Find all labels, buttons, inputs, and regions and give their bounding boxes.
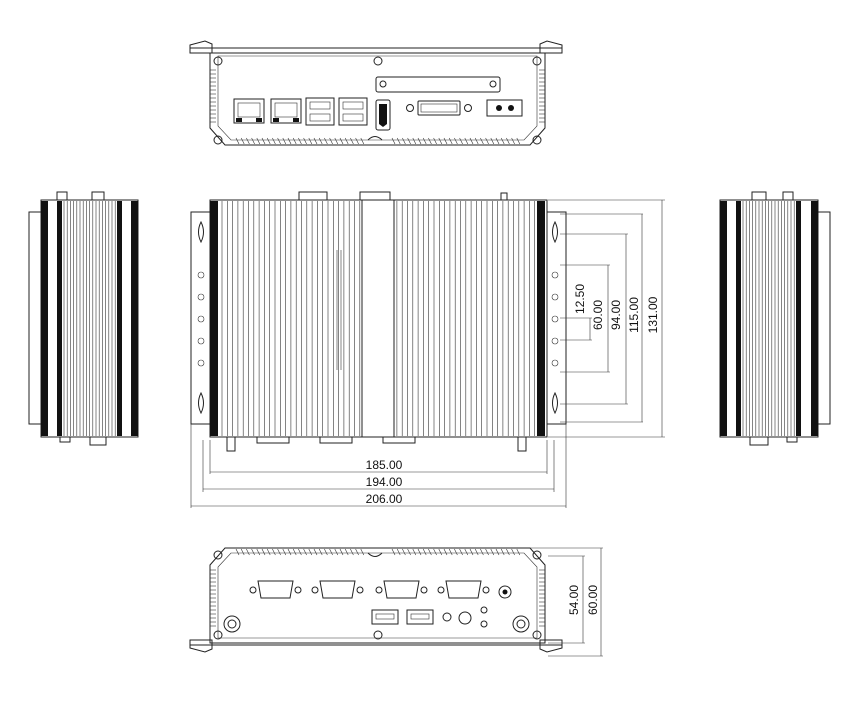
serial-port-icon: [311, 580, 364, 599]
screw-icon: [373, 630, 383, 640]
rear-panel-view: [189, 40, 563, 146]
dimension-label-12-5: 12.50: [573, 284, 587, 314]
usb-port-icon: [305, 97, 335, 126]
lan-port-icon: [233, 98, 265, 124]
dimension-label-115: 115.00: [627, 297, 641, 333]
screw-icon: [532, 550, 542, 560]
power-connector-icon: [486, 99, 523, 117]
mounting-holes: [197, 271, 559, 367]
usb-port-icon: [338, 97, 368, 126]
dimension-label-60-depth: 60.00: [586, 585, 600, 615]
heatsink-fins: [221, 201, 536, 436]
rear-right-fins: [539, 69, 545, 123]
screw-icon: [213, 56, 223, 66]
screw-icon: [213, 630, 223, 640]
height-dimensions: 12.50 60.00 94.00 115.00 131.00: [548, 199, 665, 438]
expansion-slot-cover: [375, 76, 501, 93]
antenna-connector-icon: [223, 615, 241, 633]
dimension-label-206: 206.00: [366, 492, 403, 506]
width-dimensions: 185.00 194.00 206.00: [190, 424, 567, 508]
rear-bottom-fins: [235, 137, 521, 145]
led-indicator-icon: [442, 612, 452, 622]
power-button-icon: [458, 611, 472, 625]
depth-dimensions: 54.00 60.00: [530, 547, 603, 657]
screw-icon: [373, 56, 383, 66]
dimension-label-131: 131.00: [646, 296, 660, 333]
screw-icon: [213, 135, 223, 145]
left-mounting-ear: [190, 211, 211, 425]
front-panel-view: [189, 547, 563, 653]
usb-port-icon: [406, 609, 434, 625]
screw-icon: [213, 550, 223, 560]
lan-port-icon: [270, 98, 302, 124]
right-side-view: [719, 191, 831, 446]
keyhole-icon: [198, 220, 558, 415]
hdmi-port-icon: [375, 99, 391, 131]
serial-port-icon: [375, 580, 428, 599]
dimension-label-94: 94.00: [609, 300, 623, 330]
dimension-label-194: 194.00: [366, 475, 403, 489]
antenna-connector-icon: [512, 615, 530, 633]
led-indicator-icon: [480, 620, 488, 628]
usb-port-icon: [371, 609, 399, 625]
antenna-connector-icon: [498, 585, 512, 599]
top-view: [190, 191, 567, 452]
dvi-port-icon: [406, 100, 472, 116]
serial-port-icon: [437, 580, 490, 599]
led-indicator-icon: [480, 606, 488, 614]
dimension-label-60: 60.00: [591, 300, 605, 330]
dimension-label-185: 185.00: [366, 458, 403, 472]
screw-icon: [532, 135, 542, 145]
rear-left-fins: [210, 69, 216, 123]
serial-port-icon: [249, 580, 302, 599]
dimension-label-54: 54.00: [567, 585, 581, 615]
screw-icon: [532, 630, 542, 640]
left-side-view: [28, 191, 139, 446]
screw-icon: [532, 56, 542, 66]
